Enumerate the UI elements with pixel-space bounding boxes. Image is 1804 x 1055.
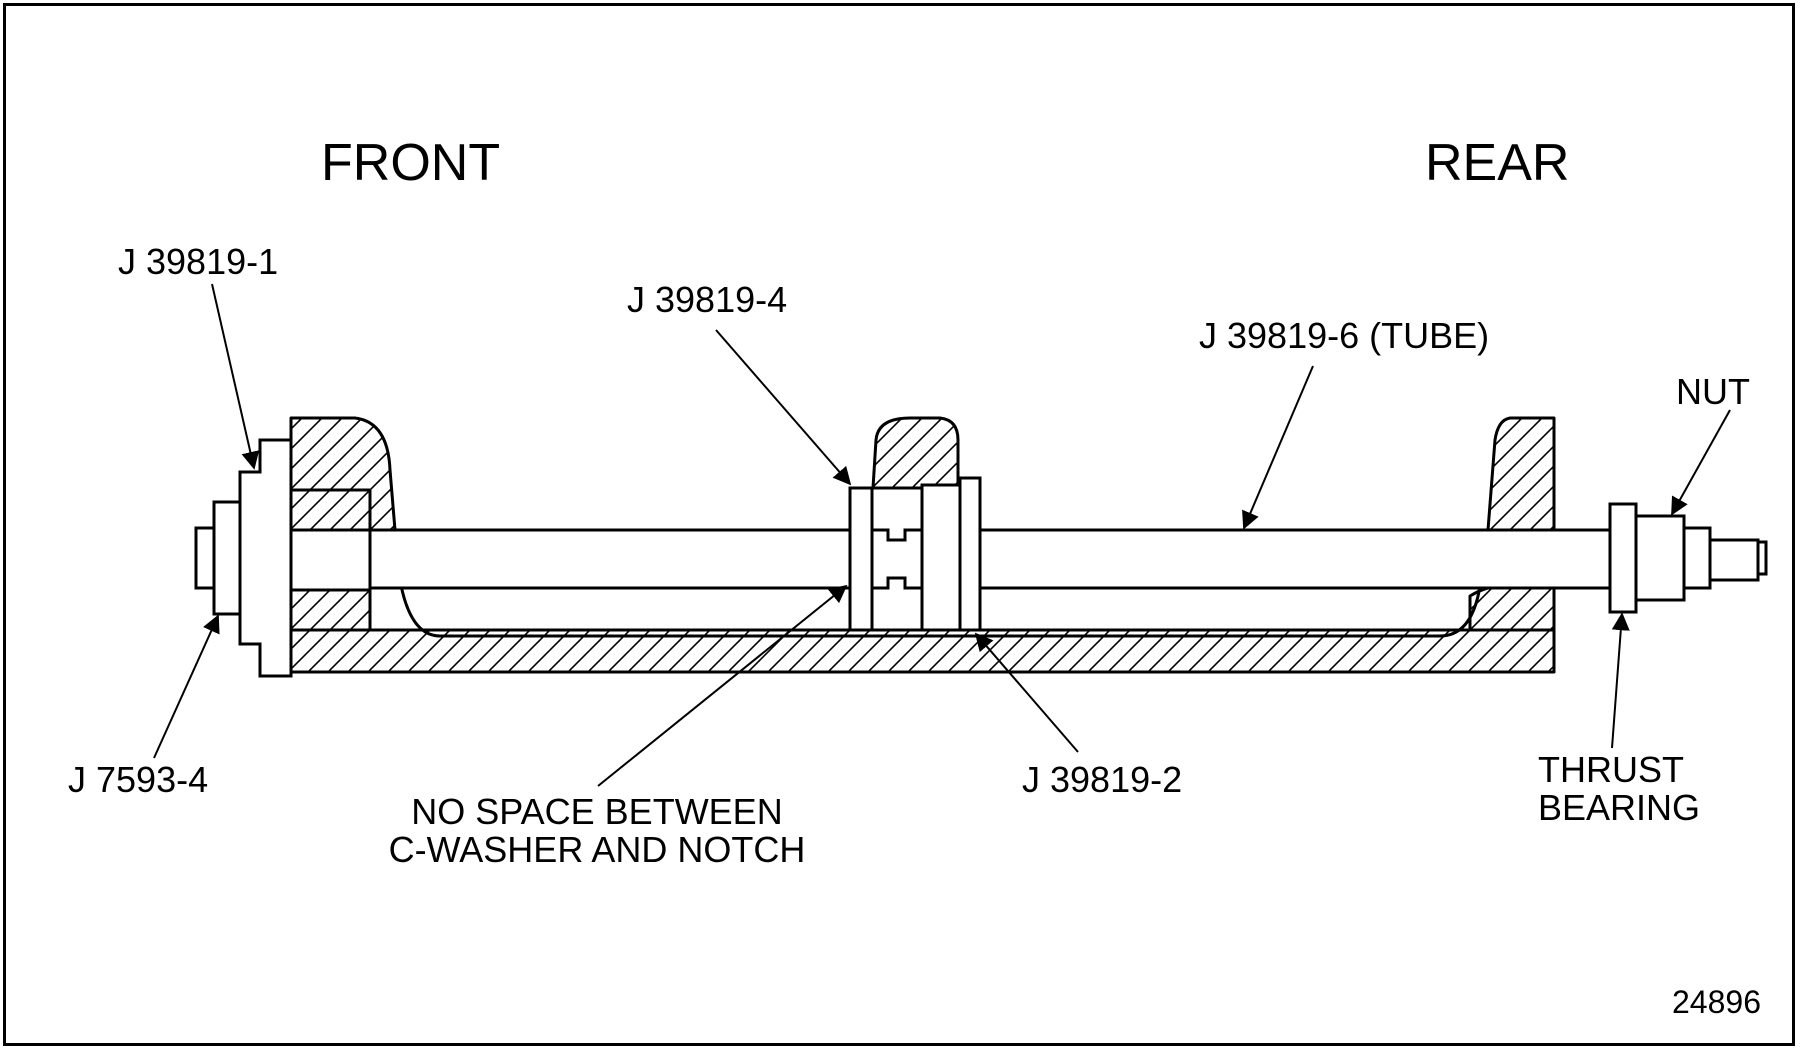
plate-j39819-2-outer: [958, 476, 982, 632]
label-thrust-line1: THRUST: [1538, 749, 1684, 790]
threaded-end: [1708, 538, 1760, 582]
front-heading: FRONT: [321, 134, 501, 192]
adapter-j39819-1: [238, 438, 293, 678]
label-no-space-line1: NO SPACE BETWEEN: [411, 791, 783, 832]
label-j39819-4: J 39819-4: [627, 279, 788, 320]
shaft-tip: [1756, 540, 1768, 576]
tube-assembly: [289, 488, 1612, 630]
housing-rear-wall: [1486, 416, 1556, 532]
shaft-step: [1682, 526, 1712, 590]
leader-nut: [1671, 409, 1731, 516]
front-adapter-stack: [194, 438, 293, 678]
figure-border: [3, 3, 1795, 1046]
label-no-space-line2: C-WASHER AND NOTCH: [388, 829, 806, 870]
leader-j39819-2: [974, 632, 1079, 753]
leader-lines: [153, 283, 1731, 787]
housing-middle-web: [871, 416, 960, 490]
leader-thrust-bearing: [1611, 612, 1630, 749]
label-thrust-bearing: THRUST BEARING: [1538, 752, 1700, 826]
housing-front-wall: [289, 416, 397, 532]
figure-number: 24896: [1672, 984, 1761, 1020]
label-j39819-1: J 39819-1: [118, 241, 279, 282]
housing-cavity-floor: [398, 579, 1482, 638]
plate-j39819-2: [920, 483, 962, 632]
middle-parts: [848, 476, 982, 632]
housing-rear-wall-lower: [1468, 586, 1556, 632]
leader-j39819-1: [211, 283, 260, 470]
leader-j39819-4: [715, 329, 852, 486]
leader-j39819-6: [1242, 365, 1314, 530]
thrust-bearing: [1608, 502, 1638, 614]
leader-no-space: [597, 584, 848, 787]
label-j7593-4: J 7593-4: [68, 759, 209, 800]
c-washer-j39819-4: [848, 486, 874, 632]
label-j39819-6-tube: J 39819-6 (TUBE): [1199, 315, 1490, 356]
rear-fasteners: [1608, 502, 1768, 614]
nut: [1634, 514, 1686, 602]
rear-heading: REAR: [1425, 134, 1570, 192]
tube-shaft: [368, 528, 1612, 590]
label-thrust-line2: BEARING: [1538, 787, 1701, 828]
adapter-j7593-4: [194, 500, 242, 616]
leader-j7593-4: [153, 614, 220, 759]
housing-front-wall-lower: [289, 588, 372, 632]
label-j39819-2: J 39819-2: [1022, 759, 1183, 800]
label-nut: NUT: [1676, 371, 1750, 412]
label-no-space: NO SPACE BETWEEN C-WASHER AND NOTCH: [380, 794, 814, 868]
